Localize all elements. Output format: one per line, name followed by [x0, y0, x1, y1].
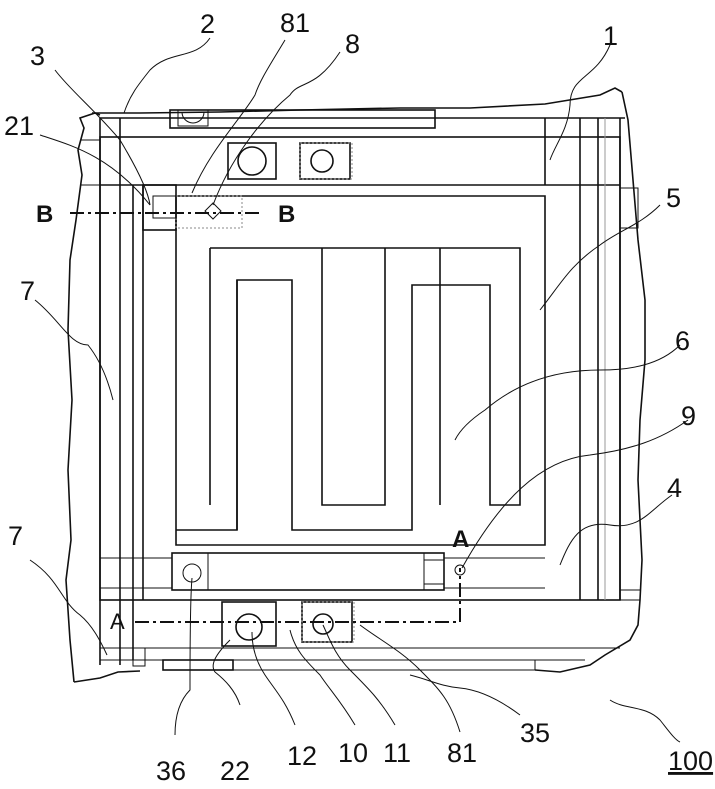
- section-lines: [70, 213, 465, 622]
- section-mark-b-left: B: [36, 201, 53, 228]
- reference-labels: 2 81 8 3 21 1 5 7 6 9 4 7 35 81 11 10 12…: [4, 8, 713, 786]
- label-5: 5: [666, 183, 681, 213]
- label-10: 10: [338, 738, 368, 768]
- right-rail: [580, 118, 640, 600]
- label-22: 22: [220, 756, 250, 786]
- section-mark-b-right: B: [278, 201, 295, 228]
- left-rail: [80, 118, 143, 665]
- leader-lines: [30, 38, 688, 742]
- section-mark-a-left: A: [110, 609, 125, 634]
- bottom-ports: [133, 602, 535, 670]
- label-36: 36: [156, 756, 186, 786]
- label-7-bottom: 7: [8, 521, 23, 551]
- outer-frame: [66, 88, 645, 682]
- label-7-top: 7: [20, 276, 35, 306]
- label-81-bottom: 81: [447, 738, 477, 768]
- label-8: 8: [345, 29, 360, 59]
- label-6: 6: [675, 326, 690, 356]
- body-frame: [100, 118, 625, 660]
- label-1: 1: [603, 21, 618, 51]
- top-ports: [170, 110, 435, 179]
- section-mark-a-top: A: [452, 526, 469, 553]
- label-4: 4: [667, 473, 682, 503]
- label-12: 12: [287, 741, 317, 771]
- label-9: 9: [681, 401, 696, 431]
- label-3: 3: [30, 41, 45, 71]
- label-2: 2: [200, 9, 215, 39]
- label-35: 35: [520, 718, 550, 748]
- label-81-top: 81: [280, 8, 310, 38]
- serpentine-channel: [176, 196, 545, 545]
- label-100: 100: [668, 746, 713, 776]
- label-21: 21: [4, 111, 34, 141]
- label-11: 11: [383, 738, 411, 768]
- bottom-manifold: [100, 553, 545, 590]
